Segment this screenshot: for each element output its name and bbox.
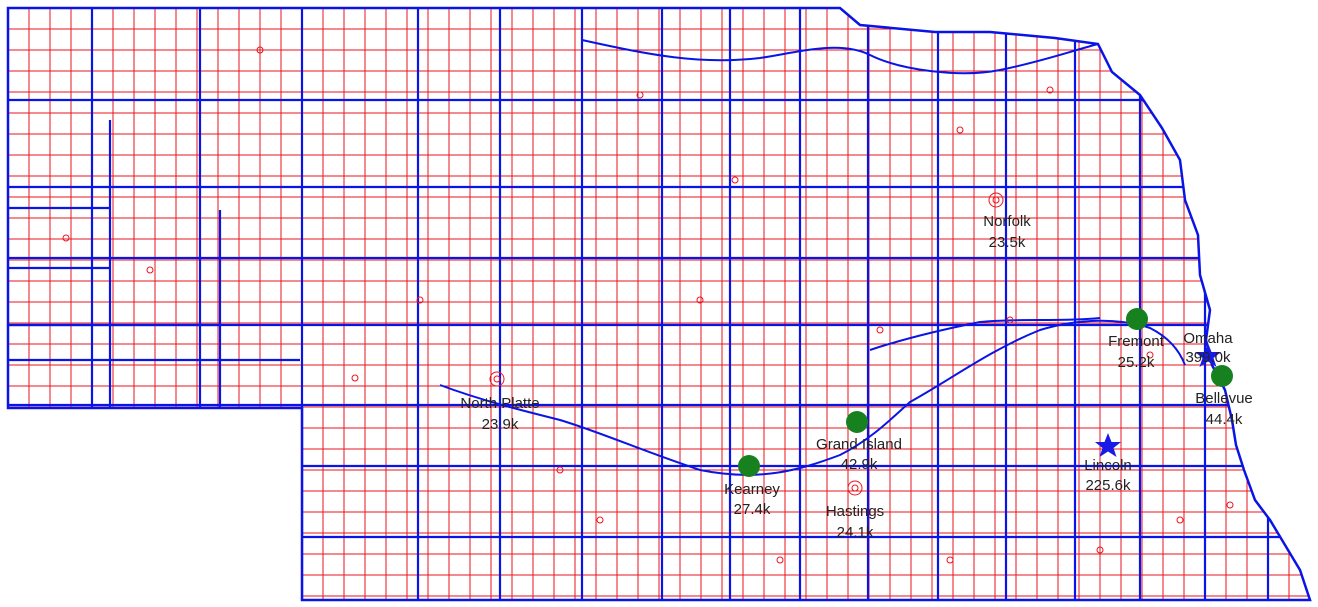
- town-symbol: [776, 556, 784, 564]
- town-symbol: [847, 480, 863, 496]
- city-name-kearney: Kearney: [724, 481, 780, 498]
- town-symbol: [1146, 351, 1154, 359]
- niobrara-river: [581, 39, 1099, 75]
- town-symbol: [351, 374, 359, 382]
- city-labels: Omaha 399.0k Lincoln 225.6k Bellevue 44.…: [460, 213, 1252, 541]
- town-symbol: [851, 484, 859, 492]
- city-pop-hastings: 24.1k: [837, 524, 874, 541]
- city-markers: [738, 308, 1233, 477]
- town-symbol: [62, 234, 70, 242]
- town-symbol: [1006, 316, 1014, 324]
- town-symbol: [876, 326, 884, 334]
- town-symbol: [256, 46, 264, 54]
- city-pop-norfolk: 23.5k: [989, 234, 1026, 251]
- kearney-dot-icon: [738, 455, 760, 477]
- town-symbol: [636, 91, 644, 99]
- town-symbol: [1096, 546, 1104, 554]
- state-outline: [6, 6, 1312, 602]
- city-pop-omaha: 399.0k: [1185, 349, 1231, 366]
- city-pop-kearney: 27.4k: [734, 501, 771, 518]
- fremont-dot-icon: [1126, 308, 1148, 330]
- rivers: [439, 39, 1186, 476]
- city-name-north-platte: North Platte: [460, 395, 539, 412]
- loup-river: [869, 317, 1101, 351]
- town-symbol: [731, 176, 739, 184]
- town-symbol: [988, 192, 1004, 208]
- town-symbol: [489, 371, 505, 387]
- city-pop-grand-island: 42.9k: [841, 456, 878, 473]
- omaha-star-icon: [1195, 343, 1221, 367]
- city-name-hastings: Hastings: [826, 503, 884, 520]
- town-symbol: [146, 266, 154, 274]
- town-symbol: [556, 466, 564, 474]
- city-pop-north-platte: 23.9k: [482, 416, 519, 433]
- town-symbol: [956, 126, 964, 134]
- city-name-lincoln: Lincoln: [1084, 457, 1132, 474]
- bellevue-dot-icon: [1211, 365, 1233, 387]
- town-symbol: [1176, 516, 1184, 524]
- town-symbol: [416, 296, 424, 304]
- city-pop-lincoln: 225.6k: [1085, 477, 1131, 494]
- town-symbol: [992, 196, 1000, 204]
- city-name-bellevue: Bellevue: [1195, 390, 1253, 407]
- city-name-omaha: Omaha: [1183, 330, 1233, 347]
- city-name-norfolk: Norfolk: [983, 213, 1031, 230]
- town-symbol: [596, 516, 604, 524]
- town-symbol: [493, 375, 501, 383]
- town-symbol: [1046, 86, 1054, 94]
- platte-river: [439, 319, 1186, 476]
- town-symbol: [1226, 501, 1234, 509]
- city-name-grand-island: Grand Island: [816, 436, 902, 453]
- city-pop-bellevue: 44.4k: [1206, 411, 1243, 428]
- grand-island-dot-icon: [846, 411, 868, 433]
- town-symbol: [696, 296, 704, 304]
- town-symbol: [946, 556, 954, 564]
- lincoln-star-icon: [1095, 433, 1121, 457]
- city-name-fremont: Fremont: [1108, 333, 1165, 350]
- township-grid: [8, 8, 1310, 600]
- city-pop-fremont: 25.2k: [1118, 354, 1155, 371]
